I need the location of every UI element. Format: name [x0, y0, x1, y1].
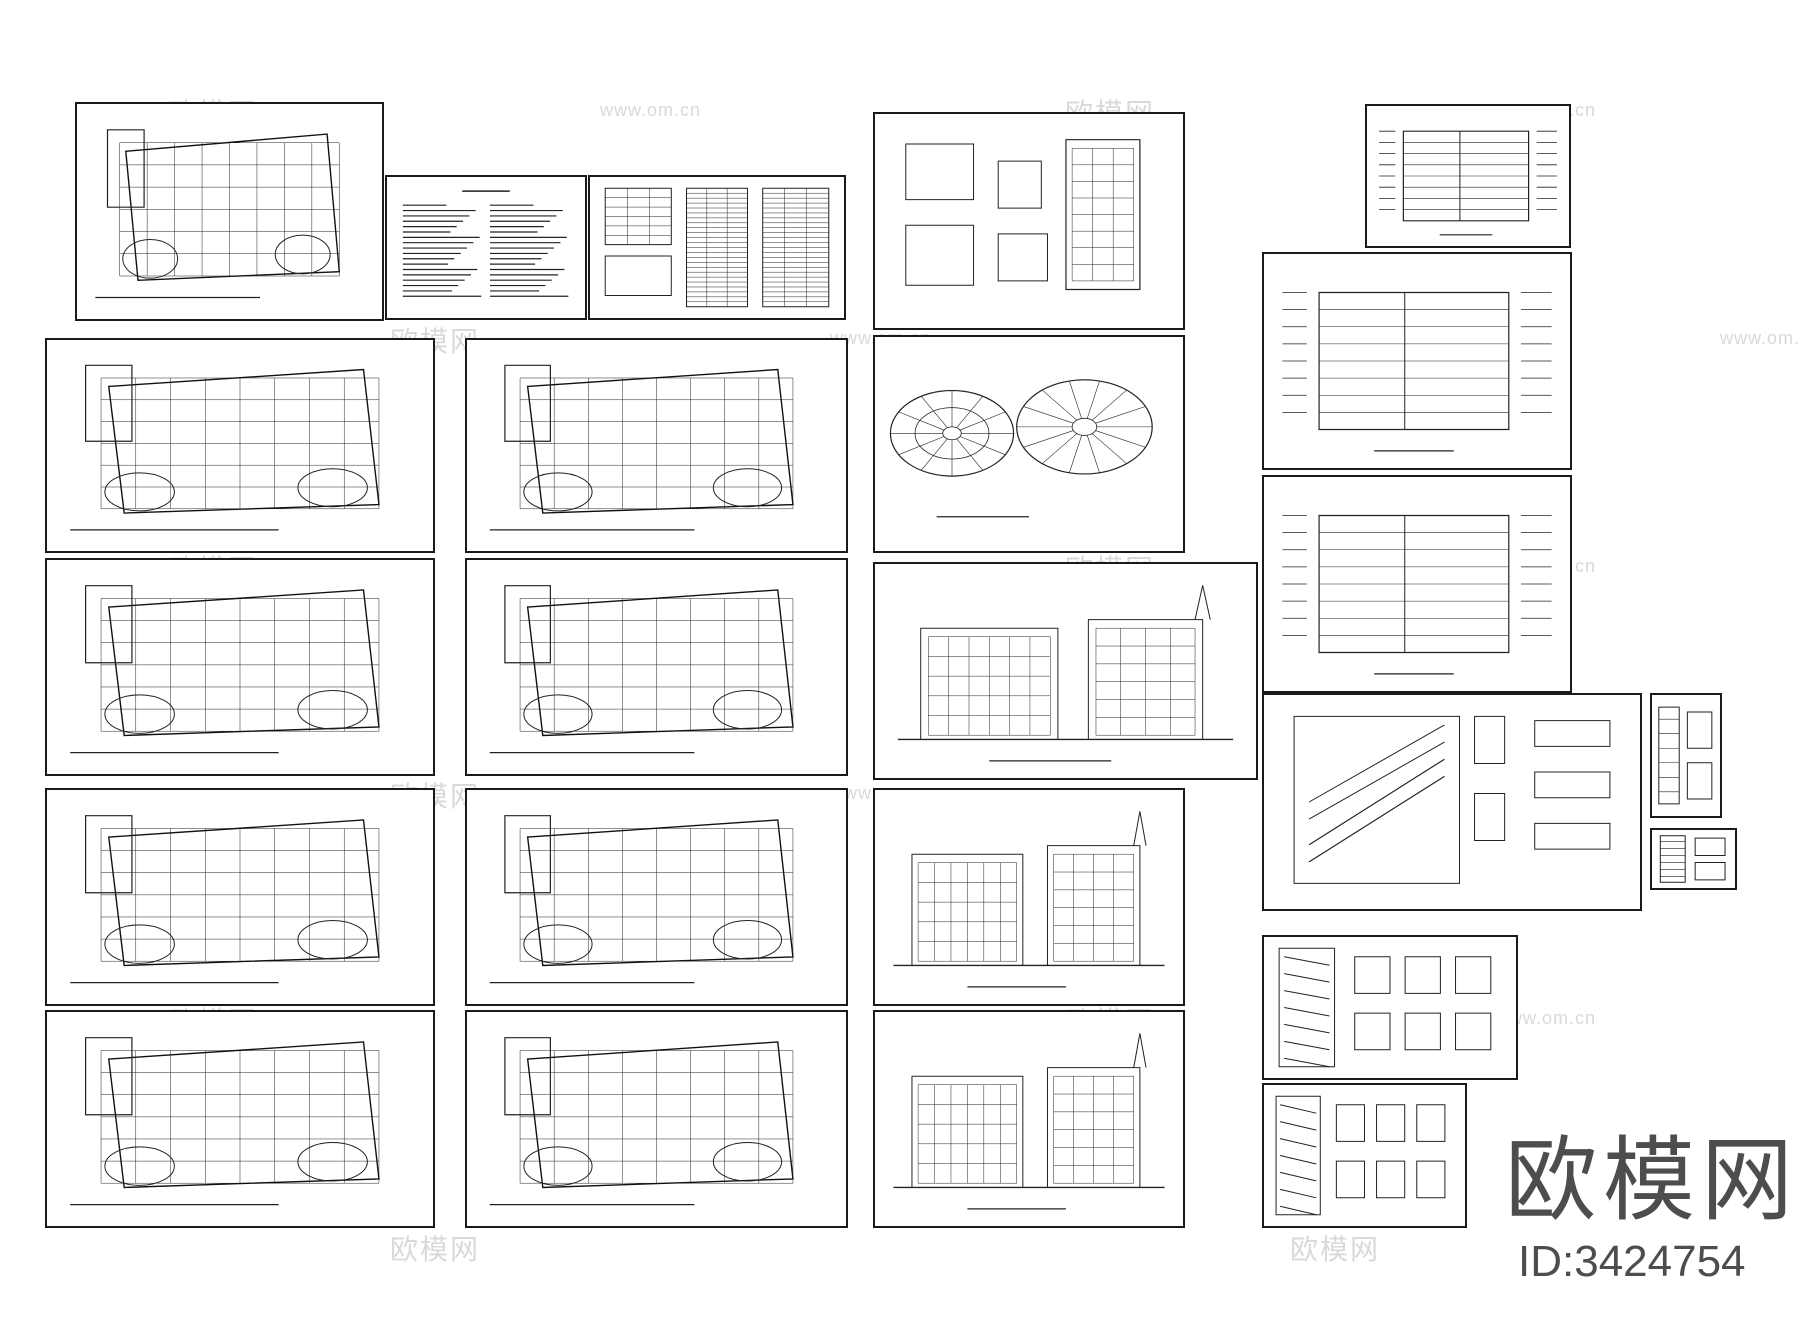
watermark-logo: 欧模网 [390, 1233, 481, 1266]
sheet-linework [467, 790, 846, 1004]
sheet-escalator-detail[interactable] [1262, 693, 1642, 911]
sheet-floorplan-3[interactable] [45, 558, 435, 776]
sheet-linework [875, 564, 1256, 778]
sheet-small-detail-2[interactable] [1650, 828, 1737, 890]
sheet-linework [47, 340, 433, 551]
sheet-elevation-3[interactable] [873, 1010, 1185, 1228]
sheet-schedule-tables[interactable] [588, 175, 846, 320]
sheet-linework [77, 104, 382, 319]
sheet-section-2[interactable] [1262, 252, 1572, 470]
sheet-linework [590, 177, 844, 318]
sheet-linework [1264, 254, 1570, 468]
sheet-detail[interactable] [873, 112, 1185, 330]
sheet-floorplan-2[interactable] [465, 338, 848, 553]
sheet-floorplan-5[interactable] [45, 788, 435, 1006]
sheet-linework [1264, 1085, 1465, 1226]
sheet-stair-detail-1[interactable] [1262, 935, 1518, 1080]
watermark-url: www.om.cn [1720, 328, 1800, 348]
sheet-spiral-stair[interactable] [873, 335, 1185, 553]
sheet-linework [875, 1012, 1183, 1226]
sheet-linework [1652, 695, 1720, 816]
sheet-small-detail-1[interactable] [1650, 693, 1722, 818]
sheet-linework [1264, 477, 1570, 691]
sheet-roof-plan[interactable] [465, 1010, 848, 1228]
sheet-stair-detail-2[interactable] [1262, 1083, 1467, 1228]
sheet-linework [387, 177, 585, 318]
sheet-elevation-1[interactable] [873, 562, 1258, 780]
sheet-floorplan-6[interactable] [465, 788, 848, 1006]
sheet-linework [467, 1012, 846, 1226]
sheet-linework [1652, 830, 1735, 888]
sheet-linework [1264, 937, 1516, 1078]
sheet-linework [875, 114, 1183, 328]
sheet-linework [467, 340, 846, 551]
sheet-linework [875, 337, 1183, 551]
sheet-elevation-2[interactable] [873, 788, 1185, 1006]
sheet-floorplan-1[interactable] [45, 338, 435, 553]
sheet-linework [47, 790, 433, 1004]
sheet-linework [467, 560, 846, 774]
sheet-floorplan-b1[interactable] [75, 102, 384, 321]
sheet-linework [1264, 695, 1640, 909]
brand-id-label: ID:3424754 [1518, 1237, 1746, 1286]
watermark-logo: 欧模网 [1290, 1233, 1381, 1266]
sheet-floorplan-7[interactable] [45, 1010, 435, 1228]
sheet-linework [47, 560, 433, 774]
sheet-section-1[interactable] [1365, 104, 1571, 248]
sheet-linework [47, 1012, 433, 1226]
sheet-linework [875, 790, 1183, 1004]
sheet-linework [1367, 106, 1569, 246]
sheet-design-notes[interactable] [385, 175, 587, 320]
sheet-section-3[interactable] [1262, 475, 1572, 693]
brand-logo-text: 欧模网 [1505, 1127, 1800, 1234]
sheet-floorplan-4[interactable] [465, 558, 848, 776]
watermark-url: www.om.cn [600, 100, 702, 120]
